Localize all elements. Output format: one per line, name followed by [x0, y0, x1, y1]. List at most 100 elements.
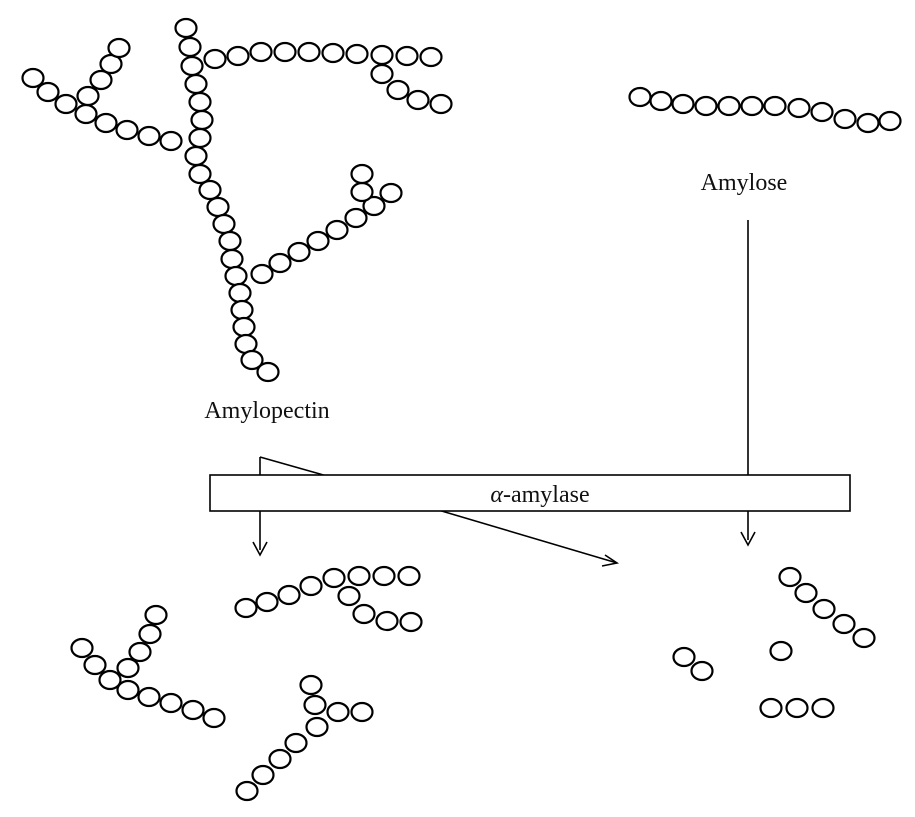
enzyme-box: α-amylase	[209, 474, 851, 512]
glucose-unit	[234, 597, 258, 619]
glucose-unit	[232, 316, 256, 338]
glucose-unit	[255, 591, 279, 613]
glucose-unit	[344, 207, 368, 229]
fragment-pair	[672, 646, 714, 682]
glucose-unit	[240, 349, 264, 371]
glucose-unit	[386, 79, 410, 101]
glucose-unit	[694, 95, 718, 117]
glucose-unit	[137, 686, 161, 708]
glucose-unit	[299, 575, 323, 597]
glucose-unit	[159, 692, 183, 714]
amylopectin-diagonal-arrow-head	[601, 554, 620, 567]
glucose-unit	[174, 17, 198, 39]
glucose-unit	[811, 697, 835, 719]
glucose-unit	[833, 108, 857, 130]
glucose-unit	[36, 81, 60, 103]
glucose-unit	[206, 196, 230, 218]
amylopectin-right-branch	[250, 163, 403, 285]
glucose-unit	[137, 125, 161, 147]
glucose-unit	[322, 567, 346, 589]
enzyme-label: α-amylase	[490, 482, 589, 508]
glucose-unit	[297, 41, 321, 63]
glucose-unit	[352, 603, 376, 625]
glucose-unit	[370, 63, 394, 85]
glucose-unit	[98, 669, 122, 691]
glucose-unit	[250, 263, 274, 285]
glucose-unit	[268, 748, 292, 770]
glucose-unit	[159, 130, 183, 152]
glucose-unit	[226, 45, 250, 67]
glucose-unit	[429, 93, 453, 115]
amylopectin-arrow-head	[252, 541, 268, 557]
glucose-unit	[832, 613, 856, 635]
glucose-unit	[419, 46, 443, 68]
glucose-unit	[785, 697, 809, 719]
glucose-unit	[794, 582, 818, 604]
fragment-single	[769, 640, 793, 662]
glucose-unit	[230, 299, 254, 321]
glucose-unit	[810, 101, 834, 123]
glucose-unit	[268, 252, 292, 274]
glucose-unit	[397, 565, 421, 587]
glucose-unit	[337, 585, 361, 607]
glucose-unit	[787, 97, 811, 119]
glucose-unit	[287, 241, 311, 263]
glucose-unit	[717, 95, 741, 117]
glucose-unit	[188, 127, 212, 149]
glucose-unit	[759, 697, 783, 719]
glucose-unit	[76, 85, 100, 107]
glucose-unit	[249, 41, 273, 63]
amylopectin-molecule	[21, 17, 453, 383]
glucose-unit	[273, 41, 297, 63]
fragment-arc	[234, 565, 423, 633]
fragment-branched-left	[70, 604, 226, 729]
amylose-fragments	[672, 566, 876, 719]
glucose-unit	[74, 103, 98, 125]
amylose-label: Amylose	[701, 170, 788, 196]
amylose-molecule	[628, 86, 902, 134]
amylose-arrow-head	[740, 531, 756, 547]
glucose-unit	[379, 182, 403, 204]
glucose-unit	[345, 43, 369, 65]
glucose-unit	[218, 230, 242, 252]
glucose-unit	[856, 112, 880, 134]
glucose-unit	[83, 654, 107, 676]
glucose-unit	[54, 93, 78, 115]
glucose-unit	[203, 48, 227, 70]
glucose-unit	[852, 627, 876, 649]
glucose-unit	[116, 679, 140, 701]
glucose-unit	[128, 641, 152, 663]
glucose-unit	[347, 565, 371, 587]
glucose-unit	[690, 660, 714, 682]
amylopectin-top-branch	[203, 41, 453, 115]
glucose-unit	[372, 565, 396, 587]
glucose-unit	[375, 610, 399, 632]
fragment-triple	[759, 697, 835, 719]
fragment-branched-bottom	[235, 674, 374, 802]
glucose-unit	[228, 282, 252, 304]
glucose-unit	[350, 701, 374, 723]
glucose-unit	[370, 44, 394, 66]
glucose-unit	[649, 90, 673, 112]
glucose-unit	[115, 119, 139, 141]
glucose-unit	[350, 163, 374, 185]
glucose-unit	[362, 195, 386, 217]
glucose-unit	[251, 764, 275, 786]
enzyme-name: -amylase	[503, 482, 590, 508]
amylopectin-label: Amylopectin	[204, 398, 329, 424]
glucose-unit	[94, 112, 118, 134]
glucose-unit	[178, 36, 202, 58]
glucose-unit	[763, 95, 787, 117]
glucose-unit	[672, 646, 696, 668]
glucose-unit	[180, 55, 204, 77]
glucose-unit	[399, 611, 423, 633]
glucose-unit	[198, 179, 222, 201]
glucose-unit	[190, 109, 214, 131]
glucose-unit	[21, 67, 45, 89]
enzyme-alpha-symbol: α	[490, 482, 503, 508]
glucose-unit	[181, 699, 205, 721]
glucose-unit	[305, 716, 329, 738]
glucose-unit	[116, 657, 140, 679]
glucose-unit	[277, 584, 301, 606]
